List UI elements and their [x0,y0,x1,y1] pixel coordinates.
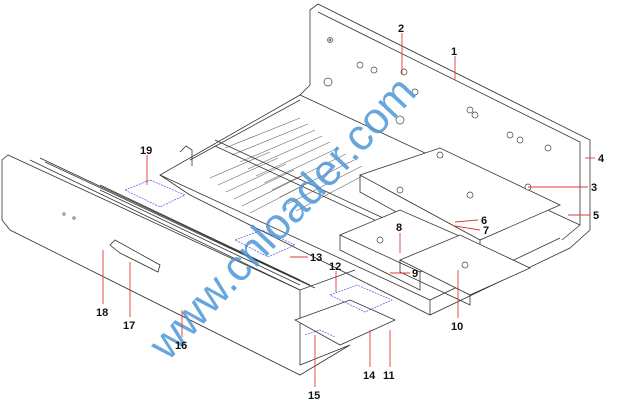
callout-16: 16 [175,340,187,352]
callout-4: 4 [598,153,605,165]
battery-tray [339,147,561,306]
callout-11: 11 [383,370,395,382]
callout-2: 2 [398,23,404,35]
callout-13: 13 [310,252,322,264]
callout-14: 14 [363,370,376,382]
callout-7: 7 [483,225,489,237]
callout-19: 19 [140,145,152,157]
callout-15: 15 [308,390,320,400]
callout-18: 18 [96,307,108,319]
callout-8: 8 [396,222,402,234]
leader-lines [102,33,595,387]
side-beam [1,154,396,376]
callout-9: 9 [412,268,418,280]
callout-3: 3 [591,182,597,194]
callout-6: 6 [481,215,487,227]
mounting-brackets [124,179,393,338]
callout-1: 1 [451,46,457,58]
callout-12: 12 [329,261,341,273]
callout-5: 5 [593,210,599,222]
callout-labels: 1 2 3 4 5 6 7 8 9 10 11 12 13 14 15 16 1… [96,23,605,400]
callout-10: 10 [451,321,463,333]
callout-17: 17 [123,320,135,332]
